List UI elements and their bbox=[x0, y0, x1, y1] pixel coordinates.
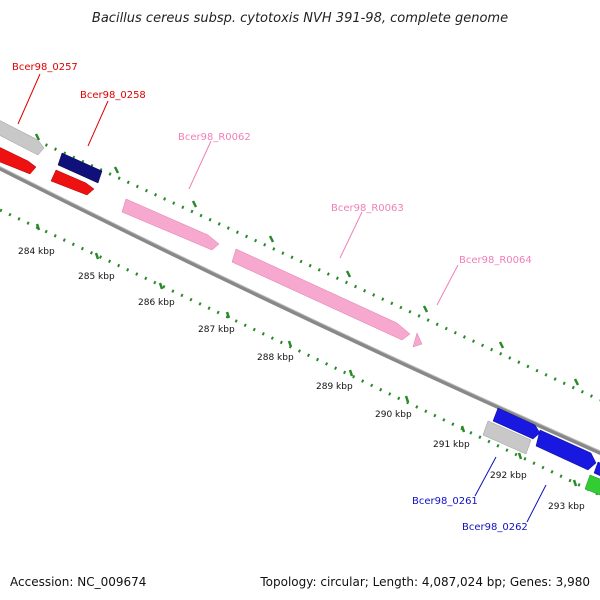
ruler-label: 287 kbp bbox=[198, 325, 235, 335]
gene-label[interactable]: Bcer98_0257 bbox=[12, 62, 78, 73]
ruler-label: 292 kbp bbox=[490, 471, 527, 481]
ruler-labels: 284 kbp 285 kbp 286 kbp 287 kbp 288 kbp … bbox=[18, 247, 585, 512]
ruler-label: 289 kbp bbox=[316, 382, 353, 392]
label-leader-lines bbox=[17, 73, 547, 523]
gene-arrow-navy[interactable] bbox=[57, 152, 103, 184]
outer-major-ticks bbox=[34, 133, 580, 386]
genome-backbone bbox=[0, 166, 600, 455]
genome-summary-text: Topology: circular; Length: 4,087,024 bp… bbox=[259, 575, 590, 589]
gene-label[interactable]: Bcer98_0261 bbox=[412, 496, 478, 507]
gene-label[interactable]: Bcer98_R0062 bbox=[178, 132, 251, 143]
gene-arrow-blue[interactable] bbox=[593, 461, 600, 478]
ruler-label: 285 kbp bbox=[78, 272, 115, 282]
gene-arrow-red[interactable] bbox=[0, 145, 37, 175]
gene-label[interactable]: Bcer98_0258 bbox=[80, 90, 146, 101]
rna-arrow-pink[interactable] bbox=[121, 198, 220, 251]
map-title: Bacillus cereus subsp. cytotoxis NVH 391… bbox=[92, 11, 508, 26]
gene-arrow-blue[interactable] bbox=[492, 407, 541, 440]
rna-arrow-pink[interactable] bbox=[412, 332, 423, 348]
gene-arrow-gray[interactable] bbox=[0, 118, 45, 156]
rna-arrow-pink[interactable] bbox=[231, 248, 411, 341]
accession-text: Accession: NC_009674 bbox=[10, 575, 146, 589]
ruler-label: 293 kbp bbox=[548, 502, 585, 512]
gene-labels: Bcer98_0257 Bcer98_0258 Bcer98_R0062 Bce… bbox=[12, 62, 532, 533]
ruler-label: 288 kbp bbox=[257, 353, 294, 363]
gene-arrow-gray[interactable] bbox=[482, 420, 532, 455]
gene-label[interactable]: Bcer98_0262 bbox=[462, 522, 528, 533]
inner-tick-ring bbox=[0, 208, 600, 497]
gene-label[interactable]: Bcer98_R0063 bbox=[331, 203, 404, 214]
gene-arrow-red[interactable] bbox=[50, 169, 95, 196]
ruler-label: 291 kbp bbox=[433, 440, 470, 450]
inner-major-ticks bbox=[35, 223, 578, 487]
gene-label[interactable]: Bcer98_R0064 bbox=[459, 255, 532, 266]
gene-arrow-blue[interactable] bbox=[535, 429, 597, 471]
gene-arrow-green[interactable] bbox=[584, 474, 600, 497]
ruler-label: 290 kbp bbox=[375, 410, 412, 420]
ruler-label: 286 kbp bbox=[138, 298, 175, 308]
ruler-label: 284 kbp bbox=[18, 247, 55, 257]
